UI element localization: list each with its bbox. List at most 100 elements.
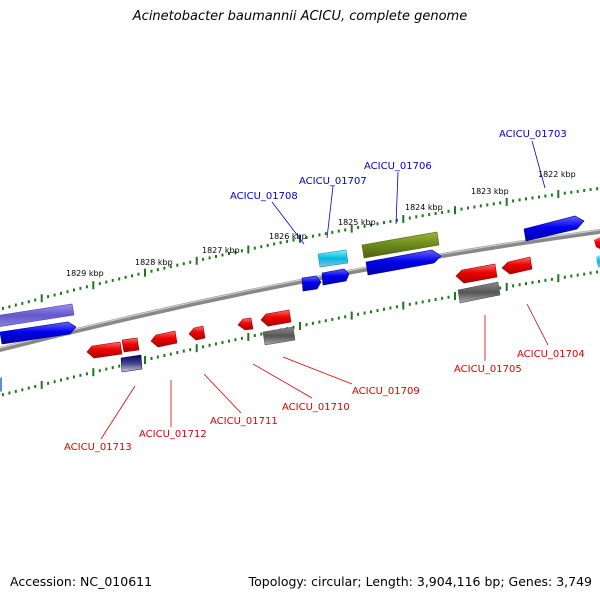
inner-scale-minor-tick (228, 339, 230, 343)
gene-navy-ACICU_01713[interactable] (120, 354, 143, 373)
inner-scale-minor-tick (208, 343, 211, 347)
gene-gray-ACICU_01705[interactable] (457, 281, 501, 304)
gene-cyan-edge[interactable] (596, 255, 600, 268)
outer-scale-minor-tick (208, 256, 211, 260)
inner-scale-minor-tick (357, 312, 360, 316)
outer-scale-major-tick (247, 245, 250, 254)
inner-scale-minor-tick (240, 336, 243, 340)
outer-scale-major-tick (454, 206, 456, 215)
inner-scale-minor-tick (163, 354, 166, 357)
outer-scale-minor-tick (266, 243, 269, 247)
gene-blue-edge[interactable] (594, 237, 600, 249)
inner-scale-minor-tick (421, 300, 424, 304)
inner-scale-minor-tick (98, 369, 101, 373)
forward-gene-labels: ACICU_01703 ACICU_01706 ACICU_01707 ACIC… (230, 129, 567, 202)
gene-label-01713[interactable]: ACICU_01713 (64, 442, 132, 453)
inner-scale-major-tick (40, 380, 43, 389)
outer-scale-minor-tick (466, 206, 469, 210)
outer-scale-minor-tick (531, 196, 534, 200)
inner-scale-minor-tick (253, 334, 256, 337)
outer-scale-minor-tick (47, 295, 50, 299)
inner-scale-minor-tick (538, 279, 540, 283)
outer-scale-minor-tick (550, 193, 553, 197)
outer-scale-minor-tick (583, 189, 586, 192)
inner-scale-minor-tick (73, 375, 75, 379)
map-title: Acinetobacter baumannii ACICU, complete … (132, 9, 468, 24)
gene-red-ACICU_01712[interactable] (150, 330, 178, 348)
outer-scale-minor-tick (53, 293, 56, 297)
inner-scale-minor-tick (85, 372, 88, 376)
gene-blue-small-1[interactable] (301, 275, 322, 292)
outer-scale-minor-tick (473, 205, 476, 209)
callout-line-01706 (395, 171, 399, 225)
inner-scale-minor-tick (499, 286, 502, 290)
inner-scale-minor-tick (563, 275, 566, 279)
outer-scale-minor-tick (538, 195, 540, 199)
outer-scale-minor-tick (383, 221, 385, 225)
gene-olive-ACICU_01706[interactable] (361, 231, 440, 259)
inner-scale-major-tick (144, 356, 146, 364)
gene-red-small-a[interactable] (121, 337, 140, 353)
outer-scale-major-tick (505, 197, 508, 206)
gene-label-01708[interactable]: ACICU_01708 (230, 191, 298, 202)
inner-scale-minor-tick (512, 284, 515, 288)
inner-scale-major-tick (92, 368, 95, 377)
outer-scale-minor-tick (324, 232, 327, 236)
gene-blue-left-edge[interactable] (0, 377, 2, 392)
gene-red-ACICU_01704[interactable] (501, 256, 533, 275)
forward-genes (0, 215, 600, 392)
gene-red-ACICU_01710[interactable] (237, 317, 254, 331)
scale-tick-label: 1823 kbp (471, 187, 509, 196)
inner-scale-minor-tick (79, 373, 82, 377)
gene-label-01712[interactable]: ACICU_01712 (139, 429, 207, 440)
gene-red-ACICU_01705[interactable] (455, 263, 498, 284)
callout-line-01710 (252, 363, 313, 399)
gene-red-ACICU_01713[interactable] (86, 341, 123, 359)
gene-label-01707[interactable]: ACICU_01707 (299, 176, 367, 187)
gene-label-01706[interactable]: ACICU_01706 (364, 161, 432, 172)
inner-scale-minor-tick (395, 305, 398, 309)
gene-blue-left[interactable] (0, 321, 77, 345)
gene-label-01709[interactable]: ACICU_01709 (352, 386, 420, 397)
inner-scale-major-tick (557, 274, 560, 283)
gene-cyan-ACICU_01707[interactable] (317, 249, 349, 268)
outer-scale-minor-tick (137, 272, 140, 276)
outer-scale-minor-tick (518, 198, 521, 202)
gene-label-01711[interactable]: ACICU_01711 (210, 416, 278, 427)
outer-scale-minor-tick (357, 225, 360, 229)
outer-scale-minor-tick (479, 204, 482, 208)
outer-scale-minor-tick (363, 224, 366, 228)
gene-blue-long[interactable] (365, 249, 442, 276)
inner-scale-minor-tick (376, 309, 379, 312)
outer-scale-minor-tick (344, 228, 347, 232)
outer-scale-minor-tick (337, 229, 340, 233)
gene-label-01704[interactable]: ACICU_01704 (517, 349, 585, 360)
outer-scale-minor-tick (370, 223, 372, 227)
inner-scale-minor-tick (60, 378, 62, 382)
inner-scale-minor-tick (428, 299, 431, 303)
gene-purple-left[interactable] (0, 303, 75, 327)
callout-line-01707 (326, 185, 334, 239)
inner-scale-minor-tick (570, 274, 573, 278)
outer-scale-minor-tick (189, 260, 192, 264)
outer-scale-minor-tick (376, 222, 379, 226)
outer-scale-minor-tick (570, 190, 573, 194)
gene-label-01703[interactable]: ACICU_01703 (499, 129, 567, 140)
gene-label-01705[interactable]: ACICU_01705 (454, 364, 522, 375)
gene-blue-ACICU_01703[interactable] (523, 215, 585, 242)
inner-scale-minor-tick (518, 283, 521, 287)
gene-label-01710[interactable]: ACICU_01710 (282, 402, 350, 413)
outer-scale-minor-tick (279, 241, 282, 245)
outer-scale-minor-tick (544, 194, 547, 198)
callout-line-01708 (271, 201, 305, 245)
gene-blue-small-2[interactable] (321, 268, 350, 286)
gene-gray-ACICU_01709[interactable] (262, 326, 296, 346)
gene-red-ACICU_01709[interactable] (260, 309, 292, 327)
gene-red-ACICU_01711[interactable] (188, 325, 206, 341)
outer-scale-major-tick (144, 268, 146, 277)
inner-scale-minor-tick (189, 348, 192, 352)
reverse-gene-labels: ACICU_01704 ACICU_01705 ACICU_01709 ACIC… (64, 349, 585, 453)
forward-callouts (271, 140, 546, 245)
outer-scale-minor-tick (596, 187, 599, 191)
